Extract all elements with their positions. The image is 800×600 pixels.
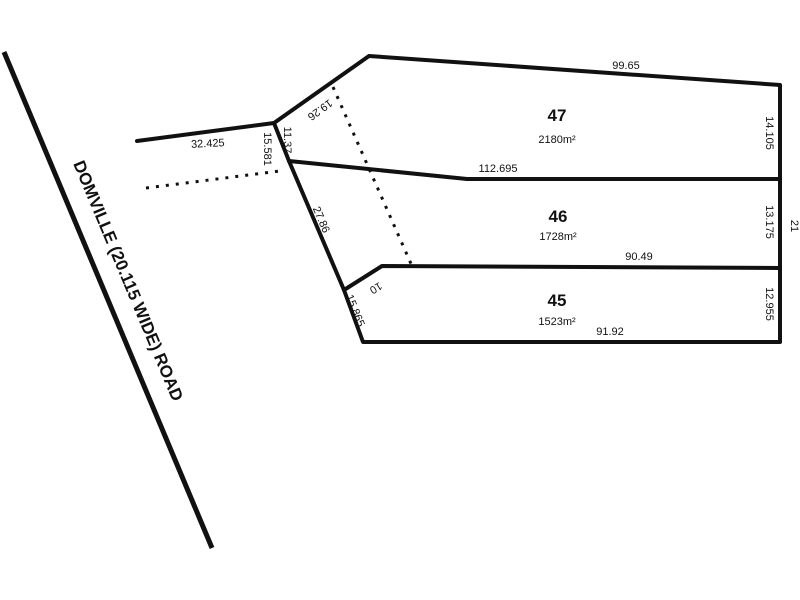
lot-46-area: 1728m² — [539, 231, 577, 243]
dim-top: 99.65 — [612, 60, 640, 72]
lot-45-area: 1523m² — [538, 316, 576, 328]
dim-left-extension: 32.425 — [191, 137, 225, 151]
dim-boundary-47-46: 112.695 — [479, 163, 518, 175]
lots-outline — [272, 54, 782, 344]
road-line — [1, 51, 215, 549]
dim-right-47: 14.105 — [763, 116, 775, 150]
left-extension-line — [135, 121, 276, 143]
boundary-47-46 — [287, 159, 782, 181]
dim-splay-45: 10 — [367, 279, 384, 296]
lot-47-area: 2180m² — [538, 134, 576, 146]
boundary-46-45 — [342, 264, 782, 292]
dim-right-45: 12.955 — [763, 287, 775, 321]
dotted-left-line — [145, 169, 281, 190]
dim-right-total: 21 — [788, 220, 800, 232]
road-name-label: DOMVILLE (20.115 WIDE) ROAD — [69, 158, 186, 404]
dotted-diagonal-line — [331, 86, 414, 267]
dim-splay-47: 11.37 — [281, 127, 293, 154]
dim-frontage-lower: 15.865 — [343, 293, 367, 329]
dim-bottom-45: 91.92 — [596, 326, 624, 338]
lot-45-number: 45 — [548, 291, 567, 310]
dim-right-46: 13.175 — [763, 205, 775, 239]
dim-boundary-46-45: 90.49 — [625, 251, 653, 263]
lot-46-number: 46 — [549, 207, 568, 226]
lot-47-number: 47 — [548, 106, 567, 125]
dim-frontage-upper: 15.581 — [261, 132, 273, 166]
